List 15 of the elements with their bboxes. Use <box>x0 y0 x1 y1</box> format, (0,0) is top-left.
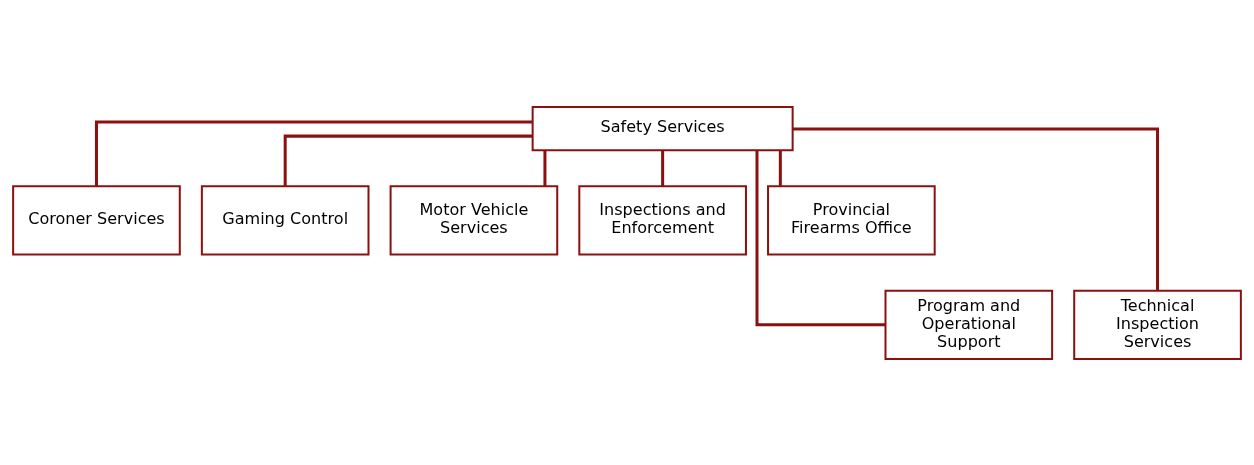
connector <box>543 149 547 186</box>
connector <box>792 127 1160 290</box>
node-box: Coroner Services <box>12 184 181 256</box>
node-box: Safety Services <box>531 105 794 151</box>
connector <box>755 149 886 326</box>
connector <box>283 134 533 186</box>
connector <box>778 149 782 186</box>
node-box: Gaming Control <box>200 184 370 256</box>
node-box: Provincial Firearms Office <box>767 184 936 256</box>
node-box: Technical Inspection Services <box>1073 289 1242 360</box>
node-box: Motor Vehicle Services <box>389 184 559 256</box>
connector <box>661 149 665 186</box>
node-box: Program and Operational Support <box>884 289 1054 360</box>
node-box: Inspections and Enforcement <box>578 184 747 256</box>
connector <box>94 120 533 186</box>
